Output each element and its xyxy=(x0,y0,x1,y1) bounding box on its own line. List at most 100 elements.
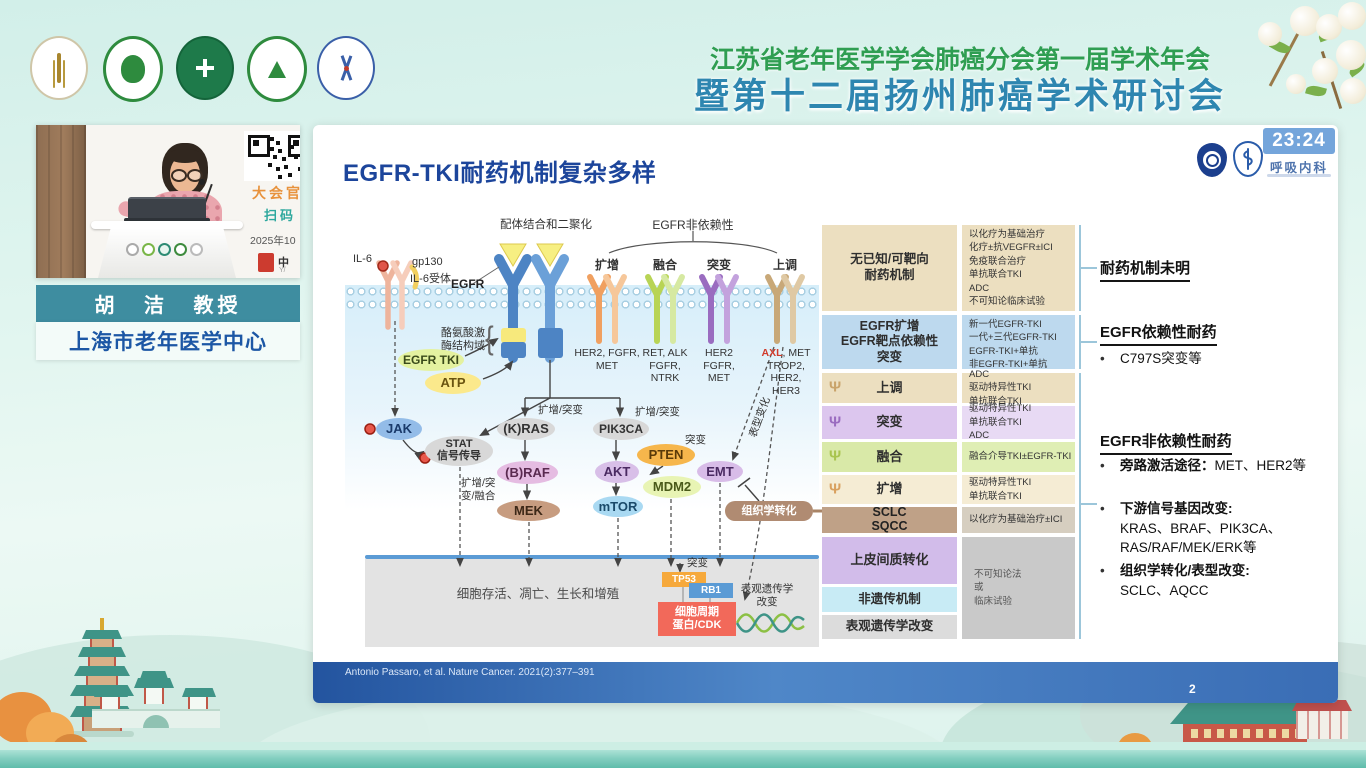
bullet-icon: • xyxy=(1100,351,1105,366)
timer-box: 23:24 xyxy=(1263,128,1335,154)
mut-tp53-label: 突变 xyxy=(687,557,708,569)
amp-mut-kras-label: 扩增/突变 xyxy=(538,404,583,416)
seal-char: 中 xyxy=(278,257,289,269)
node-akt: AKT xyxy=(595,461,639,483)
table-row2-left: EGFR扩增 EGFR靶点依赖性 突变 xyxy=(822,315,957,369)
table-row7-right: 以化疗为基础治疗±ICI xyxy=(962,507,1075,533)
snake-staff-icon xyxy=(1243,148,1253,170)
table-row8-left: 上皮间质转化 xyxy=(822,537,957,584)
microphone-head-icon xyxy=(199,179,205,185)
bullet-icon: • xyxy=(1100,563,1105,578)
table-row6-left: Ψ 扩增 xyxy=(822,475,957,504)
table-row4-left: Ψ 突变 xyxy=(822,406,957,439)
association-logo-2 xyxy=(103,36,163,102)
receptor-icon: Ψ xyxy=(829,447,842,465)
podium-logo-icon xyxy=(142,243,155,256)
temple-windows xyxy=(1191,729,1299,738)
blossom-icon xyxy=(1290,6,1320,36)
note-indep-item2: • 下游信号基因改变:KRAS、BRAF、PIK3CA、RAS/RAF/MEK/… xyxy=(1100,499,1336,558)
axl-red: AXL xyxy=(761,347,783,359)
pagoda-body xyxy=(86,676,118,685)
table-row2-right: 新一代EGFR-TKI 一代+三代EGFR-TKI EGFR-TKI+单抗 非E… xyxy=(962,315,1075,370)
table-row9-left: 非遗传机制 xyxy=(822,587,957,612)
speaker-video: 大会官 扫码 2025年10 中 Y/ xyxy=(36,125,300,278)
wood-grooves xyxy=(36,125,86,278)
podium-logo-icon xyxy=(158,243,171,256)
pavilion-roof xyxy=(140,671,168,679)
indep-item3-text: 组织学转化/表型改变:SCLC、AQCC xyxy=(1120,561,1250,600)
il6-ligand-icon xyxy=(377,260,389,272)
speaker-name: 胡 洁 教授 xyxy=(94,295,242,317)
bracket-line xyxy=(1079,503,1097,505)
pagoda-plinth xyxy=(70,731,134,737)
pagoda-roof xyxy=(74,666,130,676)
indep-item2-rest: KRAS、BRAF、PIK3CA、RAS/RAF/MEK/ERK等 xyxy=(1120,520,1282,556)
blossom-icon xyxy=(1340,78,1366,104)
row5-label: 融合 xyxy=(876,448,903,464)
dimerization-label: 配体结合和二聚化 xyxy=(500,219,592,231)
fusion-label: 融合 xyxy=(652,258,677,272)
speaker-glasses xyxy=(187,169,203,182)
blossom-icon xyxy=(1316,14,1342,40)
pagoda-spire xyxy=(100,618,104,632)
pavilion-body xyxy=(144,688,164,704)
association-logo-4 xyxy=(247,36,307,102)
temple-side-building xyxy=(1292,700,1352,748)
node-rb1: RB1 xyxy=(689,583,733,598)
affiliation-banner: 上海市老年医学中心 xyxy=(36,322,300,360)
slide-title: EGFR-TKI耐药机制复杂多样 xyxy=(343,160,657,187)
upregulation-genes-rest: , MET TROP2, HER2, HER3 xyxy=(767,347,811,397)
indep-item3-bold: 组织学转化/表型改变: xyxy=(1120,563,1250,578)
association-logo-5 xyxy=(317,36,375,100)
egfr-label: EGFR xyxy=(451,277,485,291)
node-mdm2: MDM2 xyxy=(643,476,701,498)
table-row5-left: Ψ 融合 xyxy=(822,442,957,472)
il6-receptor-label: IL-6受体 xyxy=(410,273,451,285)
wood-door xyxy=(36,125,86,278)
speaker-glasses xyxy=(171,169,187,182)
node-stat: STAT 信号传导 xyxy=(425,436,493,466)
seal-side-text: Y/ xyxy=(279,267,286,274)
page-number: 2 xyxy=(1189,682,1196,696)
pavilion-bridge xyxy=(92,671,220,744)
row6-label: 扩增 xyxy=(876,481,903,497)
department-subline xyxy=(1267,174,1331,177)
conference-title-line2: 暨第十二届扬州肺癌学术研讨会 xyxy=(693,77,1226,116)
heading-unknown-text: 耐药机制未明 xyxy=(1100,257,1191,282)
node-mek: MEK xyxy=(497,500,560,521)
slide: EGFR-TKI耐药机制复杂多样 23:24 呼吸内科 xyxy=(313,125,1338,703)
note-heading-independent: EGFR非依赖性耐药 xyxy=(1100,430,1336,455)
pagoda-roof xyxy=(82,630,122,639)
indep-item2-bold: 下游信号基因改变: xyxy=(1120,501,1233,516)
amp-mut-fusion-label: 扩增/突 变/融合 xyxy=(461,477,496,502)
mutation-label: 突变 xyxy=(706,258,731,272)
speaker-name-banner: 胡 洁 教授 xyxy=(36,285,300,322)
water-band xyxy=(0,742,1366,752)
bridge-arch xyxy=(143,715,169,728)
heading-dependent-text: EGFR依赖性耐药 xyxy=(1100,321,1217,346)
node-pten: PTEN xyxy=(637,444,695,466)
table-row3-right: ADC 驱动特异性TKI 单抗联合TKI xyxy=(962,369,1075,407)
blossom-icon xyxy=(1312,58,1338,84)
hospital-badge-icon xyxy=(1233,141,1263,177)
receptor-icon: Ψ xyxy=(829,480,842,498)
node-histologic-transformation: 组织学转化 xyxy=(725,501,813,521)
pagoda-roof xyxy=(78,647,126,657)
node-braf: (B)RAF xyxy=(497,461,558,484)
note-heading-dependent: EGFR依赖性耐药 xyxy=(1100,321,1336,346)
amplification-label: 扩增 xyxy=(594,258,619,272)
side-grid xyxy=(1296,711,1348,739)
heading-independent-text: EGFR非依赖性耐药 xyxy=(1100,430,1232,455)
amplification-genes: HER2, FGFR, MET xyxy=(574,347,640,372)
table-row6-right: 驱动特异性TKI 单抗联合TKI xyxy=(962,475,1075,504)
hospital-shield-icon xyxy=(1197,143,1227,177)
fusion-genes: RET, ALK FGFR, NTRK xyxy=(642,347,688,385)
blossom-icon xyxy=(1338,2,1366,30)
node-cyclin-cdk: 细胞周期 蛋白/CDK xyxy=(658,602,736,636)
temple-roof xyxy=(1170,702,1320,724)
blossom-icon xyxy=(1286,74,1306,94)
node-kras: (K)RAS xyxy=(497,418,555,440)
table-row3-left: Ψ 上调 xyxy=(822,373,957,403)
pavilion-roof xyxy=(182,688,216,697)
laptop xyxy=(128,197,206,221)
